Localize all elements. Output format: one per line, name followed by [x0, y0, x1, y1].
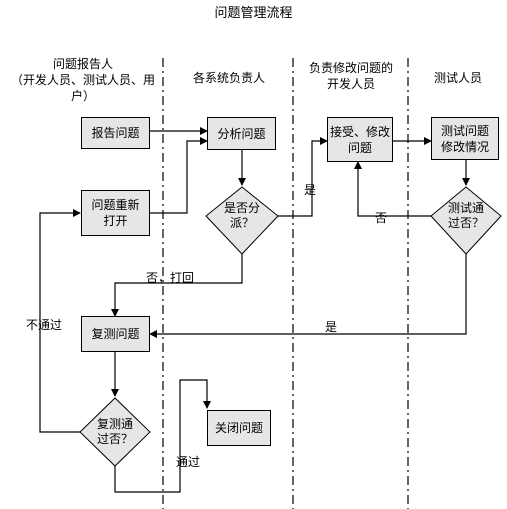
lane-owner-line1: 各系统负责人 — [192, 71, 265, 85]
edge-test-fail — [354, 161, 431, 217]
edge-reopen-analyze — [150, 137, 208, 214]
lane-owner-header: 各系统负责人 — [168, 70, 290, 86]
edge-no-reject — [111, 254, 243, 317]
lane-tester-header: 测试人员 — [412, 70, 504, 86]
lane-reporter-line1: 问题报告人 — [52, 57, 113, 71]
decision-assign-line1: 是否分 — [223, 201, 260, 215]
edge-label-yes-assign: 是 — [304, 183, 317, 197]
node-reopen-line1: 问题重新 — [91, 198, 140, 212]
decision-test-line1: 测试通 — [447, 201, 484, 215]
node-report-label: 报告问题 — [91, 126, 140, 140]
node-reopen: 问题重新 打开 — [81, 190, 150, 236]
decision-test-line2: 过否？ — [447, 216, 484, 230]
node-retest-label: 复测问题 — [91, 327, 140, 341]
node-analyze-label: 分析问题 — [217, 126, 266, 141]
node-accept-line2: 问题 — [347, 140, 372, 155]
node-accept: 接受、修改 问题 — [327, 117, 393, 162]
edge-label-yes-test: 是 — [325, 320, 338, 334]
decision-retest-label: 复测通 过否？ — [85, 417, 145, 447]
node-analyze: 分析问题 — [207, 117, 276, 150]
decision-retest-line1: 复测通 — [96, 417, 133, 431]
node-reopen-line2: 打开 — [103, 214, 128, 228]
edge-label-no-test: 否 — [375, 211, 388, 225]
decision-assign-label: 是否分 派？ — [212, 201, 272, 231]
edge-test-pass — [149, 254, 467, 338]
edge-yes-assign — [278, 137, 328, 217]
edge-retest-fail — [39, 209, 81, 433]
lane-tester-line1: 测试人员 — [433, 71, 482, 85]
lane-reporter-line2: （开发人员、测试人员、用户） — [10, 73, 155, 103]
node-close: 关闭问题 — [207, 410, 271, 446]
diagram-title: 问题管理流程 — [214, 6, 293, 21]
decision-assign-line2: 派？ — [229, 216, 254, 230]
node-report: 报告问题 — [81, 117, 150, 149]
node-accept-line1: 接受、修改 — [329, 124, 390, 139]
lane-developer-header: 负责修改问题的 开发人员 — [296, 60, 406, 92]
node-test: 测试问题 修改情况 — [431, 117, 499, 160]
node-retest: 复测问题 — [81, 316, 150, 352]
edge-label-fail-retest: 不通过 — [26, 318, 63, 332]
node-test-line1: 测试问题 — [440, 123, 489, 138]
lane-developer-line2: 开发人员 — [326, 77, 375, 91]
edge-retest-pass — [114, 379, 211, 493]
decision-test-label: 测试通 过否？ — [436, 201, 496, 231]
decision-retest-line2: 过否？ — [96, 432, 133, 446]
lane-developer-line1: 负责修改问题的 — [308, 61, 393, 75]
edge-label-no-reject: 否，打回 — [146, 271, 195, 285]
node-close-label: 关闭问题 — [214, 421, 263, 435]
lane-reporter-header: 问题报告人 （开发人员、测试人员、用户） — [2, 56, 164, 104]
edge-label-pass-retest: 通过 — [176, 455, 201, 469]
node-test-line2: 修改情况 — [440, 139, 489, 154]
